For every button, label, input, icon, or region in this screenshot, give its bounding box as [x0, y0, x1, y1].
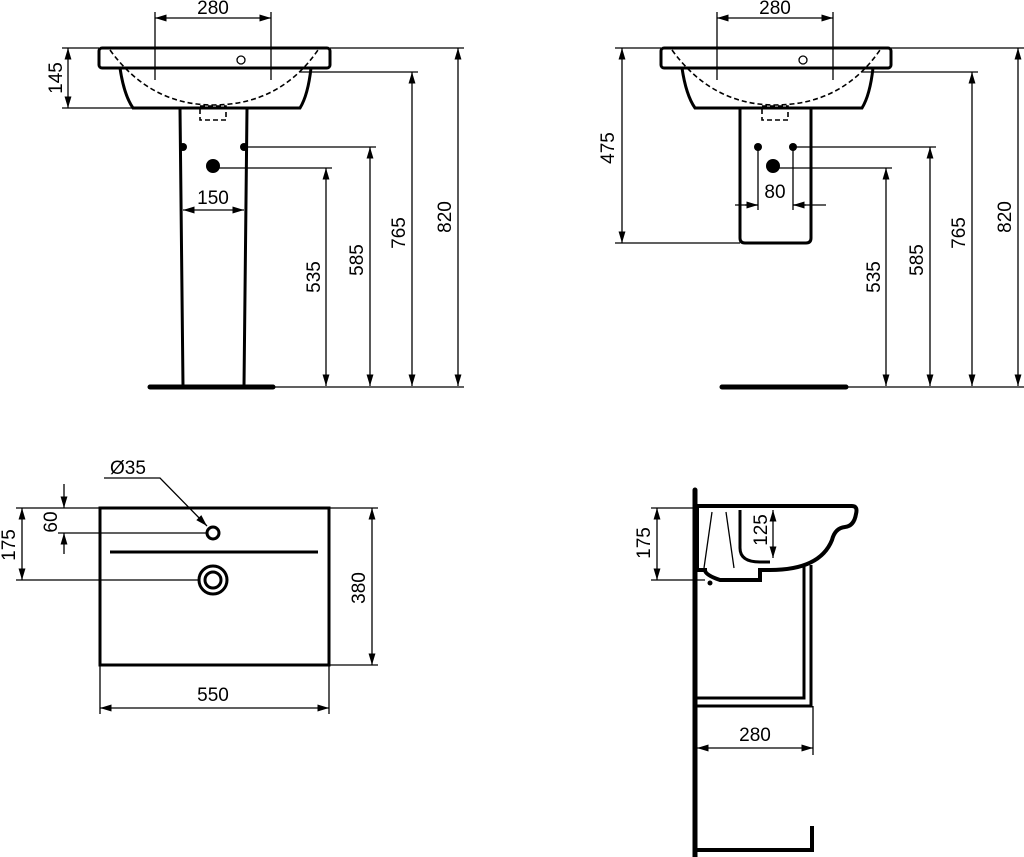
dim-tap-hole-diameter: Ø35	[110, 458, 146, 479]
dim-80: 80	[764, 182, 785, 203]
fixing-point	[707, 580, 713, 586]
basin-bowl	[680, 67, 875, 110]
tap-hole	[205, 525, 221, 541]
dim-175: 175	[634, 527, 655, 559]
basin-rim	[659, 46, 893, 70]
bowl-inner	[738, 510, 770, 564]
bowl-hidden-line	[671, 49, 881, 106]
tap-hole	[798, 55, 808, 65]
dim-550: 550	[197, 685, 229, 706]
dim-475: 475	[598, 132, 619, 164]
waste-hidden	[761, 105, 789, 121]
waste-hidden	[199, 105, 227, 121]
dim-150: 150	[197, 188, 229, 209]
waste-inner	[203, 570, 223, 590]
waste-point	[206, 159, 220, 173]
waste-point	[766, 159, 780, 173]
dim-820: 820	[995, 201, 1016, 233]
dim-60: 60	[41, 511, 62, 532]
dim-280: 280	[759, 0, 791, 19]
basin-rim	[97, 46, 332, 70]
bowl-hidden-line	[109, 49, 319, 106]
basin-profile	[695, 504, 859, 582]
dim-175: 175	[0, 529, 20, 561]
dim-535: 535	[864, 261, 885, 293]
dim-145: 145	[46, 62, 67, 94]
plan-view: Ø35 60 175 380 550	[0, 458, 378, 714]
front-view-pedestal: 280 145 150 535 585 765 820	[46, 0, 464, 390]
dim-280: 280	[739, 725, 771, 746]
dim-125: 125	[751, 514, 772, 546]
bracket-hidden	[703, 511, 735, 569]
dim-585: 585	[347, 244, 368, 276]
front-view-semi-pedestal: 280 475 80 535 585 765 820	[598, 0, 1024, 390]
tap-hole	[236, 55, 246, 65]
dim-765: 765	[389, 217, 410, 249]
dim-380: 380	[349, 572, 370, 604]
semi-pedestal-profile	[697, 565, 813, 708]
semi-pedestal	[738, 108, 813, 245]
side-view: 175 125 280	[634, 487, 859, 857]
floor-bracket	[697, 826, 814, 852]
dim-535: 535	[304, 261, 325, 293]
supply-point-left	[179, 143, 187, 151]
basin-bowl	[118, 67, 313, 110]
dim-280: 280	[197, 0, 229, 19]
dim-765: 765	[949, 217, 970, 249]
dim-585: 585	[907, 244, 928, 276]
dim-820: 820	[435, 201, 456, 233]
waste-outer	[197, 564, 229, 596]
pedestal	[178, 107, 249, 387]
basin-outline	[98, 506, 331, 667]
